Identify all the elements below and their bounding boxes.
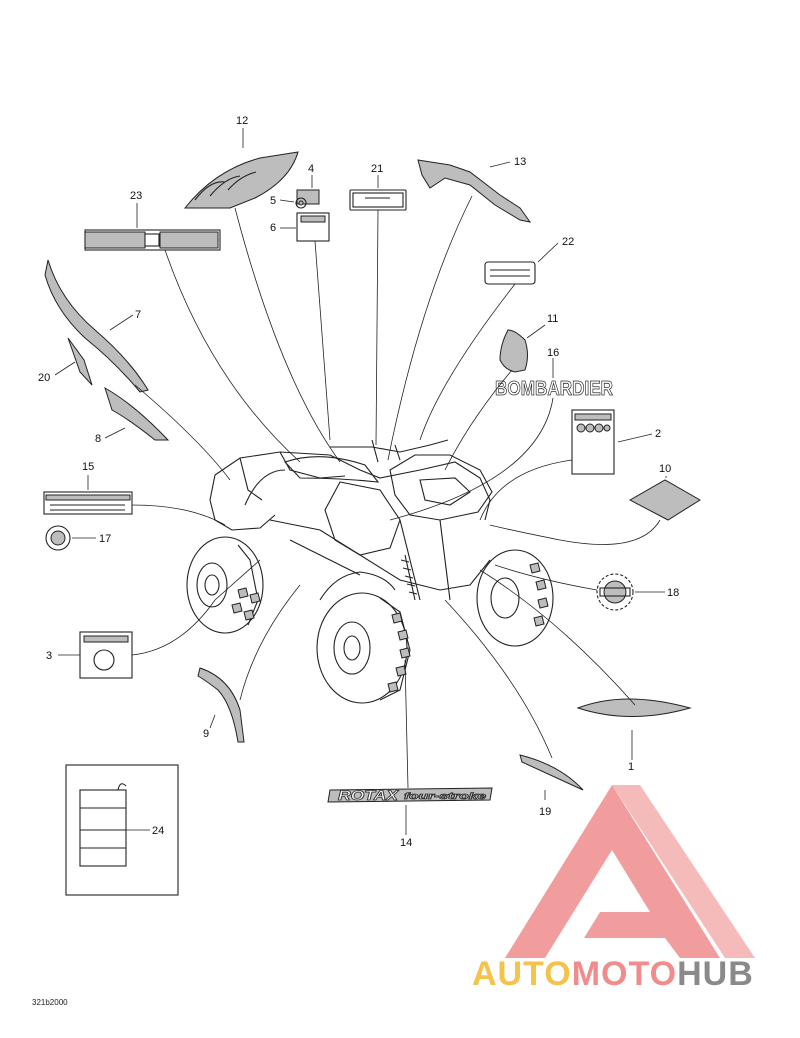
decal-2 — [571, 409, 615, 475]
decal-9 — [197, 667, 245, 743]
callout-1: 1 — [628, 761, 634, 773]
decal-17 — [45, 525, 71, 551]
callout-15: 15 — [82, 461, 94, 473]
callout-19: 19 — [539, 806, 551, 818]
callout-24: 24 — [152, 825, 164, 837]
decal-14-rotax: ROTAX four-stroke — [327, 787, 493, 803]
atv-illustration — [186, 439, 554, 704]
decal-23 — [84, 229, 221, 251]
decal-3 — [79, 631, 133, 679]
callout-8: 8 — [95, 433, 101, 445]
callout-11: 11 — [547, 313, 558, 325]
callout-23: 23 — [130, 190, 142, 202]
svg-text:AUTOMOTOHUB: AUTOMOTOHUB — [472, 955, 754, 993]
watermark-auto: AUTO — [472, 955, 572, 993]
callout-14: 14 — [400, 837, 412, 849]
decal-5 — [295, 197, 307, 209]
callout-21: 21 — [371, 163, 383, 175]
callout-12: 12 — [236, 115, 248, 127]
callout-5: 5 — [270, 195, 276, 207]
decal-24 — [65, 764, 179, 896]
decal-18 — [596, 573, 634, 611]
decal-19 — [519, 754, 584, 791]
decal-16-bombardier: BOMBARDIER — [495, 378, 613, 400]
watermark-moto: MOTO — [572, 955, 677, 993]
watermark-logo-triangle — [505, 785, 755, 958]
decal-14-rotax-sub: four-stroke — [404, 791, 486, 801]
decal-22 — [484, 261, 536, 285]
callout-6: 6 — [270, 222, 276, 234]
decal-7 — [44, 259, 149, 393]
decal-11 — [499, 329, 528, 373]
decal-14-rotax-text: ROTAX — [338, 787, 400, 803]
callout-22: 22 — [562, 236, 574, 248]
decal-8 — [104, 386, 170, 441]
decal-20 — [67, 337, 93, 386]
automotohub-watermark: AUTOMOTOHUB — [472, 785, 755, 993]
callout-17: 17 — [99, 533, 111, 545]
callout-13: 13 — [514, 156, 526, 168]
figure-reference: 321b2000 — [32, 998, 68, 1007]
decal-4 — [296, 189, 320, 205]
decal-10 — [628, 479, 701, 521]
decal-13 — [417, 159, 532, 223]
callout-20: 20 — [38, 372, 50, 384]
callout-18: 18 — [667, 587, 679, 599]
callout-16: 16 — [547, 347, 559, 359]
leader-lines — [54, 128, 667, 835]
callout-9: 9 — [203, 728, 209, 740]
watermark-hub: HUB — [677, 955, 754, 993]
callout-2: 2 — [655, 428, 661, 440]
decal-21 — [349, 189, 407, 211]
callout-4: 4 — [308, 163, 314, 175]
callout-3: 3 — [46, 650, 52, 662]
callout-7: 7 — [135, 309, 141, 321]
callout-10: 10 — [659, 463, 671, 475]
decal-12 — [183, 151, 299, 209]
callout-labels: 1 2 3 4 5 6 7 8 9 10 11 12 13 14 15 16 1… — [38, 115, 679, 849]
decal-6 — [296, 212, 330, 242]
decal-1 — [576, 698, 692, 717]
decal-15 — [43, 491, 133, 515]
